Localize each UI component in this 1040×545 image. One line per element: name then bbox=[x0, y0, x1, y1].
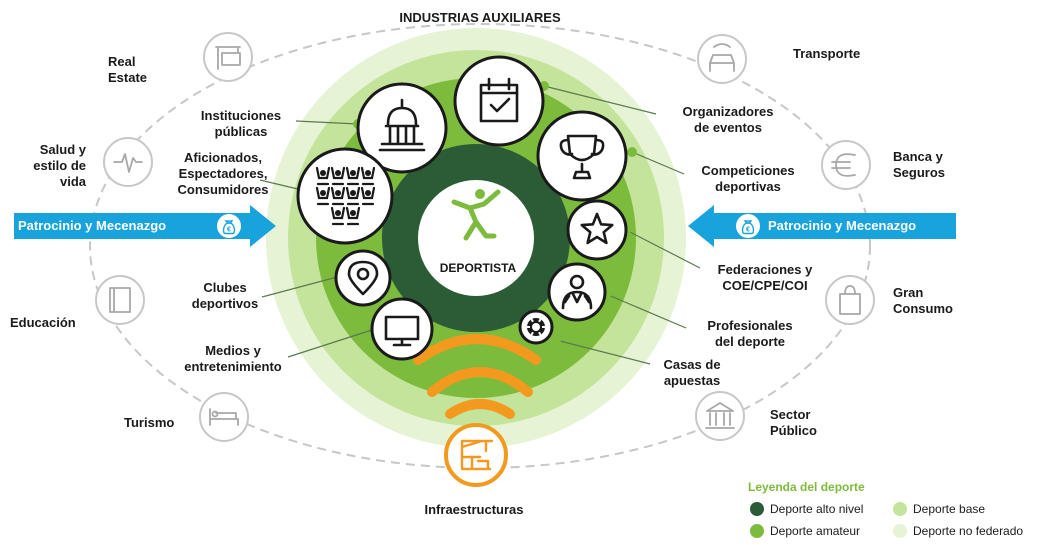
connector-line bbox=[555, 339, 651, 365]
bank-building-icon bbox=[695, 391, 745, 441]
legend-swatch-no-federado bbox=[893, 524, 907, 538]
connector-line bbox=[287, 327, 379, 358]
label-federaciones: Federaciones y COE/CPE/COI bbox=[717, 262, 813, 293]
capitol-icon bbox=[356, 82, 448, 174]
diagram-title: INDUSTRIAS AUXILIARES bbox=[399, 10, 561, 25]
outer-dashed-ellipse bbox=[89, 23, 871, 469]
calendar-check-icon bbox=[453, 55, 545, 147]
connector-line bbox=[543, 85, 657, 115]
sponsorship-label-left: Patrocinio y Mecenazgo bbox=[18, 218, 167, 233]
legend-label: Deporte amateur bbox=[770, 524, 861, 538]
label-aficionados: Aficionados, Espectadores, Consumidores bbox=[177, 150, 269, 197]
monitor-icon bbox=[370, 297, 434, 361]
legend-swatch-base bbox=[893, 502, 907, 516]
legend-label: Deporte base bbox=[913, 502, 986, 516]
signal-arc-outer bbox=[445, 399, 515, 419]
legend-label: Deporte alto nivel bbox=[770, 502, 864, 516]
connector-dot bbox=[627, 147, 637, 157]
arrow-bar bbox=[14, 213, 250, 239]
label-organizadores: Organizadores de eventos bbox=[682, 104, 774, 135]
connector-line bbox=[259, 179, 303, 191]
money-bag-euro-icon: € bbox=[217, 214, 241, 238]
car-icon bbox=[697, 34, 747, 84]
label-real-estate: Real Estate bbox=[108, 54, 148, 85]
legend-swatch-amateur bbox=[750, 524, 764, 538]
sponsorship-arrow-right: € Patrocinio y Mecenazgo bbox=[688, 205, 956, 247]
star-icon bbox=[566, 199, 628, 261]
book-icon bbox=[95, 275, 145, 325]
sponsorship-label-right: Patrocinio y Mecenazgo bbox=[768, 218, 917, 233]
label-turismo: Turismo bbox=[124, 415, 175, 430]
label-instituciones: Instituciones públicas bbox=[200, 108, 282, 139]
heartbeat-icon bbox=[103, 137, 153, 187]
legend-item: Deporte alto nivel bbox=[750, 502, 863, 516]
label-gran-consumo: Gran Consumo bbox=[893, 285, 953, 316]
sponsorship-arrow-left: Patrocinio y Mecenazgo € bbox=[14, 205, 276, 247]
label-profesionales: Profesionales del deporte bbox=[707, 318, 793, 349]
center-disc bbox=[418, 180, 534, 296]
label-sector-publico: Sector Público bbox=[770, 407, 817, 438]
center-label: DEPORTISTA bbox=[440, 261, 517, 275]
label-casas: Casas de apuestas bbox=[663, 357, 721, 388]
euro-icon bbox=[821, 140, 871, 190]
label-medios: Medios y entretenimiento bbox=[184, 343, 282, 374]
crowd-icon bbox=[296, 147, 394, 245]
crane-icon bbox=[444, 423, 508, 487]
shopping-bag-icon bbox=[825, 275, 875, 325]
label-transporte: Transporte bbox=[793, 46, 861, 61]
label-infraestructuras: Infraestructuras bbox=[424, 502, 524, 517]
legend-item: Deporte amateur bbox=[750, 524, 860, 538]
arrow-head bbox=[250, 205, 276, 247]
svg-text:€: € bbox=[746, 226, 750, 233]
connector-dot bbox=[551, 335, 561, 345]
label-competiciones: Competiciones deportivas bbox=[701, 163, 795, 194]
connector-line bbox=[295, 120, 359, 125]
signboard-icon bbox=[203, 32, 253, 82]
legend-label: Deporte no federado bbox=[913, 524, 1024, 538]
signal-arc-middle bbox=[427, 367, 533, 397]
signal-arc-inner bbox=[413, 334, 541, 365]
connector-line bbox=[605, 293, 687, 329]
legend-swatch-alto-nivel bbox=[750, 502, 764, 516]
label-educacion: Educación bbox=[10, 315, 76, 330]
label-banca: Banca y Seguros bbox=[893, 149, 946, 180]
trophy-icon bbox=[536, 110, 628, 202]
legend-title: Leyenda del deporte bbox=[748, 480, 865, 494]
bed-icon bbox=[199, 392, 249, 442]
legend-item: Deporte base bbox=[893, 502, 985, 516]
arrow-head bbox=[688, 205, 714, 247]
money-bag-euro-icon: € bbox=[736, 214, 760, 238]
legend-item: Deporte no federado bbox=[893, 524, 1023, 538]
connector-line bbox=[625, 229, 701, 269]
connector-line bbox=[631, 151, 685, 175]
poker-chip-icon bbox=[518, 309, 554, 345]
coach-icon bbox=[547, 262, 607, 322]
label-clubes: Clubes deportivos bbox=[191, 280, 259, 311]
svg-text:€: € bbox=[227, 226, 231, 233]
label-salud: Salud y estilo de vida bbox=[33, 142, 86, 189]
athlete-icon bbox=[451, 189, 501, 241]
location-pin-icon bbox=[334, 249, 392, 307]
